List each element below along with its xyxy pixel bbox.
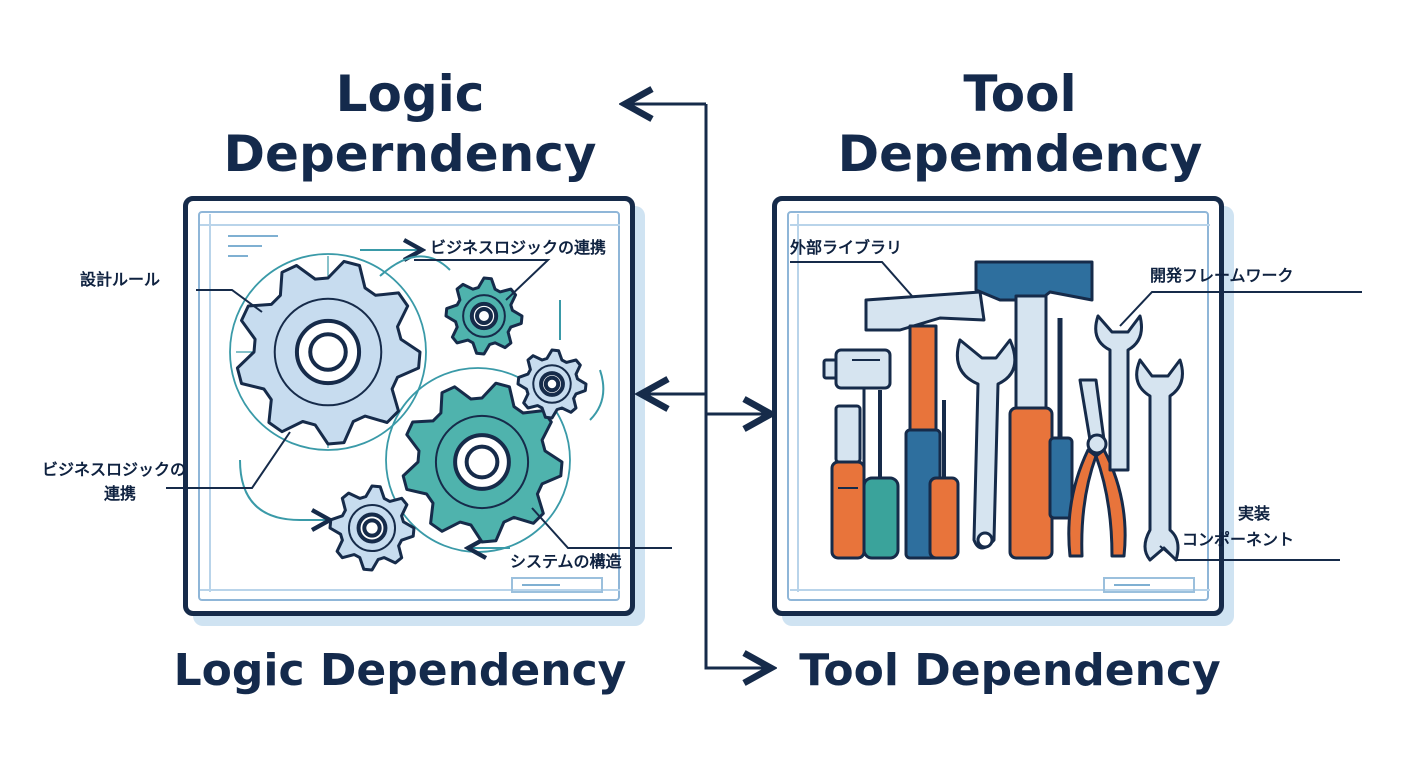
pliers-icon: [1067, 378, 1127, 558]
gear-icon-medium-blue: [328, 484, 416, 572]
tool-footer: Tool Dependency: [799, 645, 1221, 696]
tool-panel-inner-frame: [787, 211, 1209, 601]
screwdriver-icon: [928, 400, 960, 560]
gear-icon-large-teal: [401, 381, 564, 544]
gear-icon: [235, 259, 588, 572]
label-business-logic-top: ビジネスロジックの連携: [430, 238, 607, 257]
arrow-icon: [704, 104, 768, 668]
label-system-structure: システムの構造: [510, 552, 622, 571]
connector-arrows: [628, 104, 768, 668]
label-impl-2: コンポーネント: [1182, 530, 1295, 549]
screwdriver-icon: [830, 404, 866, 560]
label-external-library: 外部ライブラリ: [790, 238, 903, 257]
tool-leader-lines: [790, 261, 1362, 561]
label-impl-1: 実装: [1238, 504, 1271, 523]
screwdriver-icon: [1048, 318, 1074, 520]
wrench-icon: [1094, 314, 1184, 562]
label-design-rules: 設計ルール: [80, 270, 161, 289]
label-business-logic-left-2: 連携: [104, 484, 137, 503]
gear-icon-small-blue: [516, 348, 588, 420]
gear-icon-large-blue: [235, 259, 422, 446]
usb-drive-icon: [822, 348, 892, 470]
hammer-icon: [974, 260, 1094, 560]
logic-heading-line2: Deperndency: [223, 125, 597, 183]
logic-heading-line1: Logic: [335, 65, 485, 123]
logic-panel-inner-frame: [198, 211, 620, 601]
tools-group: [822, 260, 1184, 562]
tool-heading-line1: Tool: [963, 65, 1077, 123]
tool-blueprint-lines: [790, 214, 1210, 593]
tool-heading-line2: Depemdency: [837, 125, 1203, 183]
label-business-logic-left-1: ビジネスロジックの: [42, 460, 187, 479]
label-dev-framework: 開発フレームワーク: [1150, 266, 1294, 285]
logic-footer: Logic Dependency: [173, 645, 627, 696]
wrench-icon: [955, 338, 1017, 550]
screwdriver-icon: [862, 390, 900, 560]
gear-icon-small-teal: [444, 276, 524, 356]
logic-leader-lines: [166, 259, 672, 549]
